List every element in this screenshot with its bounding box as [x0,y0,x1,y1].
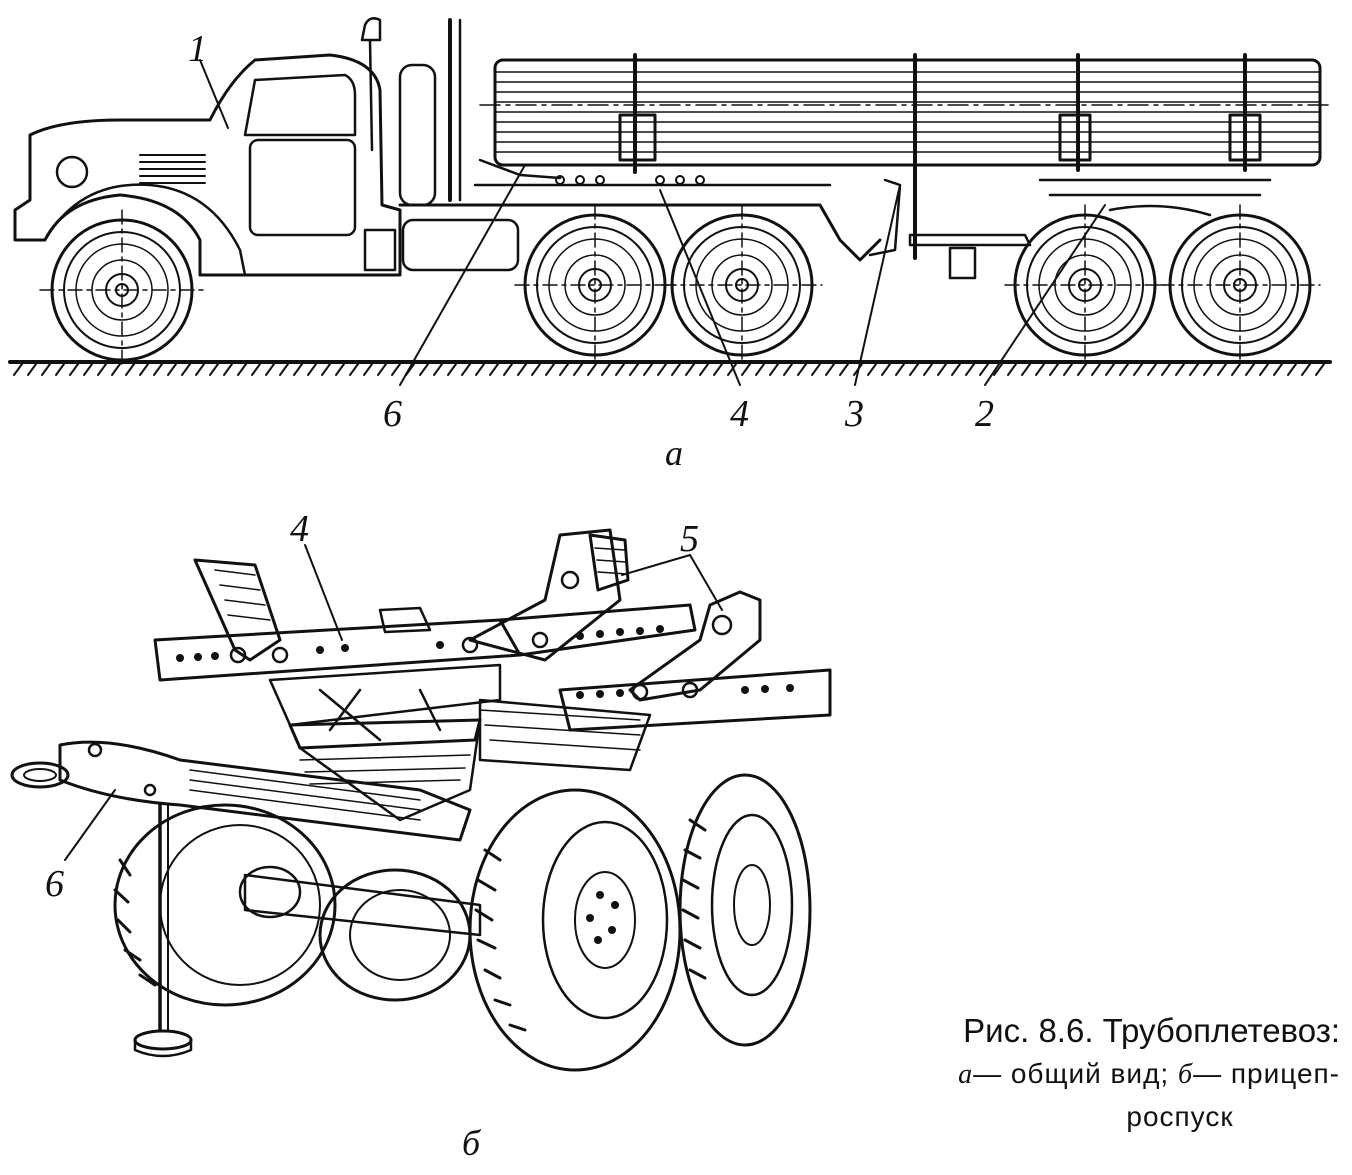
figure-caption: Рис. 8.6. Трубоплетевоз: а— общий вид; б… [900,1010,1340,1138]
part-a-marker: а [665,433,683,473]
caption-line-1: а— общий вид; б— прицеп- [900,1053,1340,1096]
leader-lines-a [199,59,1106,386]
tyre-front-right [678,773,812,1047]
trailer-wheel-2 [1159,204,1321,363]
trailer-perspective-view [10,528,832,1072]
tyre-rear-right [318,868,472,1002]
rear-wheel-2 [661,204,823,363]
callout-1: 1 [188,28,207,70]
trailer-wheel-1 [1004,204,1166,363]
pipe-bundle [479,53,1331,260]
caption-a-marker: а [958,1058,974,1090]
trailer-frame [908,178,1272,280]
caption-b-marker: б [1177,1058,1194,1090]
support-leg [133,803,193,1058]
callout-6-b: 6 [45,863,64,905]
tyre-rear-left [113,803,337,1007]
front-wheel [39,209,205,369]
suspension [268,663,652,822]
bunk-left [193,558,432,664]
tyre-front-left [468,788,682,1072]
caption-b-text: — прицеп- [1193,1057,1340,1089]
truck-cab [13,17,520,277]
drawbar [10,740,472,842]
callout-4-a: 4 [730,393,749,435]
tyres [113,773,812,1072]
axle [238,865,482,937]
rear-wheel-1 [514,204,676,363]
main-beam [153,603,832,732]
wheels [39,204,1321,369]
callout-5: 5 [680,518,699,560]
callout-2: 2 [975,393,994,435]
callout-6-a: 6 [383,393,402,435]
caption-a-text: — общий вид; [973,1057,1170,1089]
callout-4-b: 4 [290,508,309,550]
truck-side-view [8,17,1332,386]
bunk-right [461,528,762,702]
leader-lines-b [64,544,723,861]
part-b-marker: б [462,1123,481,1163]
caption-line-2: роспуск [1126,1100,1234,1132]
truck-frame [398,158,902,262]
callout-3: 3 [845,393,864,435]
ground-line [8,360,1332,376]
caption-title: Рис. 8.6. Трубоплетевоз: [963,1012,1340,1049]
